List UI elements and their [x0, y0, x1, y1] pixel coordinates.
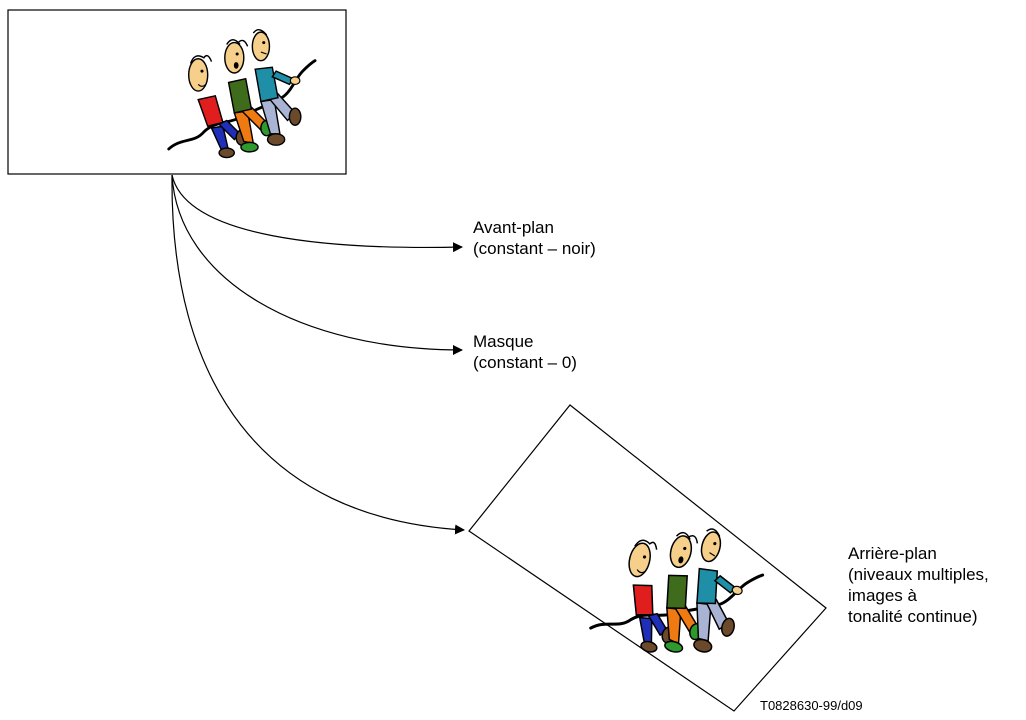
mask-label-title: Masque [473, 332, 534, 351]
arrow-to-background [171, 174, 465, 535]
arrow-to-mask [171, 174, 463, 355]
background-label: Arrière-plan (niveaux multiples, images … [848, 543, 989, 627]
foreground-label: Avant-plan (constant – noir) [473, 217, 596, 259]
background-label-detail-1: (niveaux multiples, [848, 565, 989, 584]
foreground-label-detail: (constant – noir) [473, 239, 596, 258]
background-label-detail-3: tonalité continue) [848, 607, 978, 626]
mask-label: Masque (constant – 0) [473, 331, 577, 373]
background-label-title: Arrière-plan [848, 544, 937, 563]
figure-reference-code: T0828630-99/d09 [760, 698, 863, 713]
mask-label-detail: (constant – 0) [473, 353, 577, 372]
source-image-frame [7, 9, 347, 175]
background-layer-image [468, 404, 827, 712]
arrow-to-foreground [171, 174, 463, 253]
foreground-label-title: Avant-plan [473, 218, 554, 237]
background-label-detail-2: images à [848, 586, 917, 605]
